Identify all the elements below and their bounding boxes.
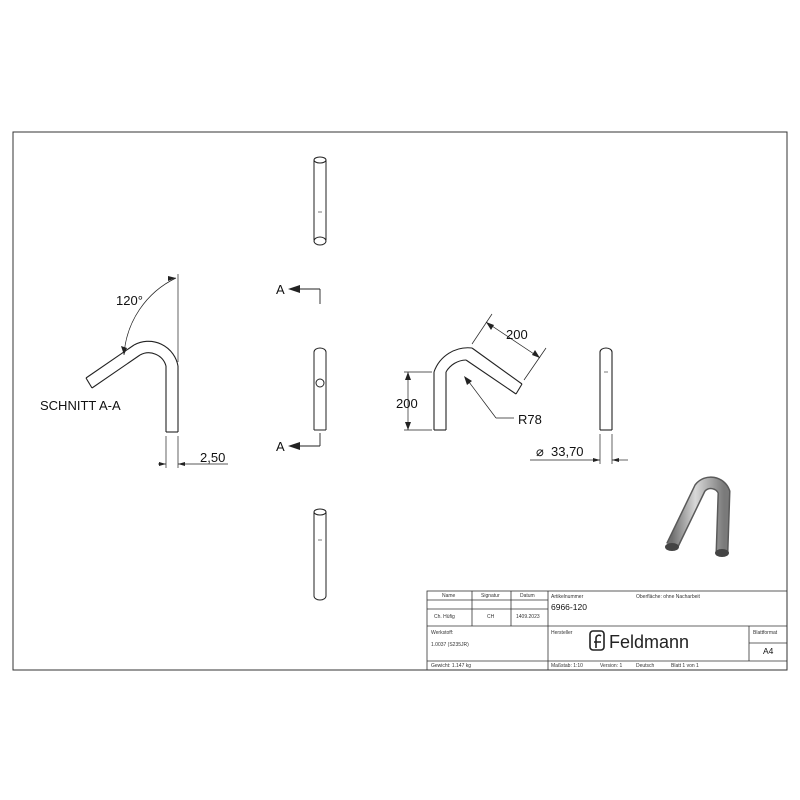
length-b-dimension: 200 bbox=[506, 327, 528, 342]
tb-language: Deutsch bbox=[636, 663, 655, 669]
feldmann-logo: Feldmann bbox=[589, 630, 689, 652]
tb-surface: Oberfläche: ohne Nacharbeit bbox=[636, 594, 701, 600]
tb-weight: Gewicht: 1.147 kg bbox=[431, 663, 471, 669]
front-view bbox=[404, 313, 547, 431]
tb-scale: Maßstab: 1:10 bbox=[551, 663, 583, 669]
section-view-a-a bbox=[85, 274, 228, 468]
tb-manufacturer-label: Hersteller bbox=[551, 630, 573, 636]
tb-article-label: Artikelnummer bbox=[551, 594, 584, 600]
length-a-dimension: 200 bbox=[396, 396, 418, 411]
drawing-frame bbox=[12, 131, 788, 671]
tb-header-signature: Signatur bbox=[481, 593, 500, 599]
isometric-preview bbox=[665, 476, 731, 557]
diameter-dimension: 33,70 bbox=[551, 444, 584, 459]
tb-row-signature: CH bbox=[487, 614, 495, 620]
tb-header-name: Name bbox=[442, 593, 456, 599]
section-label: SCHNITT A-A bbox=[40, 398, 121, 413]
radius-dimension: R78 bbox=[518, 412, 542, 427]
tb-header-date: Datum bbox=[520, 593, 535, 599]
tb-version: Version: 1 bbox=[600, 663, 622, 669]
section-marker-bottom bbox=[288, 433, 321, 450]
angle-dimension: 120° bbox=[116, 293, 143, 308]
logo-text: Feldmann bbox=[609, 632, 689, 652]
tb-material-value: 1.0037 (S235JR) bbox=[431, 642, 469, 648]
tb-format-value: A4 bbox=[763, 646, 774, 656]
wall-thickness-dimension: 2,50 bbox=[200, 450, 225, 465]
section-marker-top bbox=[288, 285, 321, 304]
section-marker-bottom-label: A bbox=[276, 439, 285, 454]
tb-sheet: Blatt 1 von 1 bbox=[671, 663, 699, 669]
tube-top-view bbox=[313, 156, 327, 246]
side-view bbox=[530, 347, 628, 464]
tb-format-label: Blattformat bbox=[753, 630, 778, 636]
tb-row-date: 1409.2023 bbox=[516, 614, 540, 620]
section-marker-top-label: A bbox=[276, 282, 285, 297]
diameter-symbol: ⌀ bbox=[536, 444, 544, 459]
tube-bottom-view bbox=[313, 508, 327, 601]
tb-material-label: Werkstoff: bbox=[431, 630, 453, 636]
title-block bbox=[426, 590, 788, 671]
tb-article-number: 6966-120 bbox=[551, 602, 587, 612]
tube-middle-view bbox=[313, 347, 327, 431]
tb-row-name: Ch. Hüfig bbox=[434, 614, 455, 620]
